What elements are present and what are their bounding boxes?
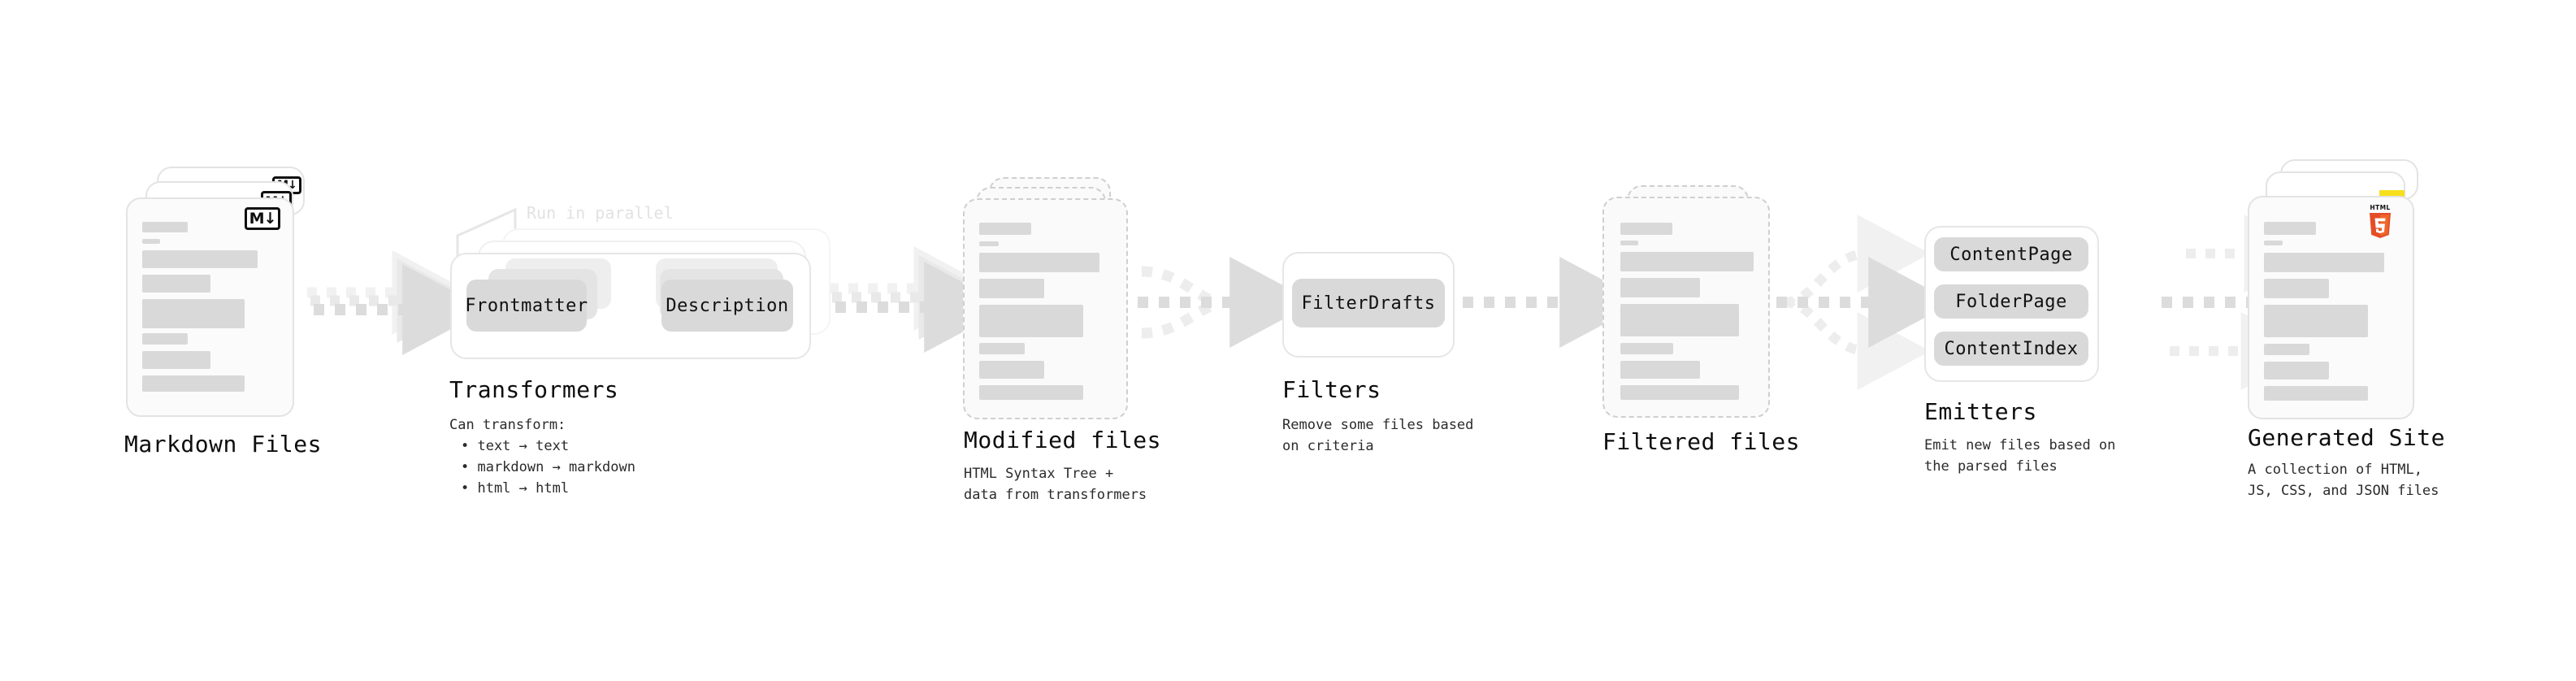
bullet-item: • html → html <box>461 480 570 497</box>
transformer-node-frontmatter[interactable]: Frontmatter <box>465 280 588 332</box>
arrow-transformers-to-modified <box>829 246 1010 353</box>
stage-title-markdown-files: Markdown Files <box>124 431 323 458</box>
stage-desc-filters: Remove some files based on criteria <box>1282 417 1474 454</box>
html5-logo-svg: HTML <box>2370 204 2391 238</box>
skeleton-line <box>1620 343 1673 354</box>
site-card-front: HTML <box>2248 196 2414 419</box>
generated-site-stack: CSS HTML <box>2248 159 2443 427</box>
stage-title-generated-site: Generated Site <box>2248 424 2446 451</box>
skeleton-line <box>142 299 245 328</box>
markdown-card-front: M↓ <box>126 197 294 417</box>
modified-card-front <box>963 198 1128 419</box>
skeleton-line <box>142 275 210 293</box>
skeleton-line <box>1620 304 1739 336</box>
skeleton-line <box>2264 386 2368 401</box>
skeleton-line <box>1620 385 1739 400</box>
stage-title-filters: Filters <box>1282 376 1381 403</box>
skeleton-line <box>2264 362 2329 380</box>
transformers-bullet-list: • text → text • markdown → markdown • ht… <box>449 436 635 499</box>
skeleton-line <box>2264 253 2384 272</box>
skeleton-line <box>142 222 188 232</box>
skeleton-line <box>1620 223 1672 235</box>
stage-desc-transformers: Can transform: <box>449 417 566 433</box>
skeleton-line <box>979 223 1031 235</box>
skeleton-line <box>2264 241 2283 245</box>
skeleton-line <box>979 385 1083 400</box>
emitter-node-contentpage[interactable]: ContentPage <box>1934 237 2088 271</box>
filter-node-filterdrafts[interactable]: FilterDrafts <box>1292 279 1445 327</box>
stage-title-transformers: Transformers <box>449 376 619 403</box>
arrow-modified-to-filters <box>1138 257 1316 348</box>
transformer-node-description[interactable]: Description <box>661 280 793 332</box>
arrow-markdown-to-transformers <box>307 250 488 355</box>
stage-desc-emitters: Emit new files based on the parsed files <box>1924 437 2116 475</box>
markdown-files-stack: M↓ M↓ M↓ <box>126 167 313 427</box>
emitter-node-contentindex[interactable]: ContentIndex <box>1934 332 2088 366</box>
stage-title-modified-files: Modified files <box>964 427 1162 453</box>
skeleton-line <box>979 279 1044 298</box>
skeleton-line <box>142 375 245 392</box>
run-in-parallel-annotation: Run in parallel <box>527 203 674 223</box>
svg-text:HTML: HTML <box>2370 204 2390 211</box>
stage-desc-modified-files: HTML Syntax Tree + data from transformer… <box>964 466 1147 503</box>
skeleton-line <box>979 361 1044 379</box>
skeleton-line <box>979 305 1083 337</box>
skeleton-line <box>1620 241 1638 245</box>
skeleton-line <box>142 351 210 369</box>
modified-files-stack <box>963 177 1150 437</box>
html5-badge-icon: HTML <box>2366 202 2394 241</box>
stage-title-filtered-files: Filtered files <box>1602 428 1801 455</box>
skeleton-line <box>979 343 1025 354</box>
arrow-filtered-to-emitters <box>1776 215 1954 390</box>
skeleton-line <box>979 241 999 246</box>
filtered-card-front <box>1602 197 1770 418</box>
skeleton-line <box>2264 222 2316 235</box>
emitter-node-folderpage[interactable]: FolderPage <box>1934 284 2088 319</box>
skeleton-line <box>1620 278 1700 297</box>
skeleton-line <box>2264 279 2329 298</box>
skeleton-line <box>142 250 258 268</box>
bullet-item: • text → text <box>461 438 570 454</box>
skeleton-line <box>2264 344 2309 355</box>
filtered-files-stack <box>1602 185 1789 445</box>
skeleton-line <box>142 239 160 244</box>
skeleton-line <box>1620 361 1700 379</box>
markdown-badge-icon: M↓ <box>245 207 280 230</box>
skeleton-line <box>979 253 1099 272</box>
stage-title-emitters: Emitters <box>1924 398 2037 425</box>
skeleton-line <box>2264 305 2368 337</box>
bullet-item: • markdown → markdown <box>461 459 635 475</box>
skeleton-line <box>1620 252 1754 271</box>
stage-desc-generated-site: A collection of HTML, JS, CSS, and JSON … <box>2248 462 2439 499</box>
skeleton-line <box>142 333 188 345</box>
